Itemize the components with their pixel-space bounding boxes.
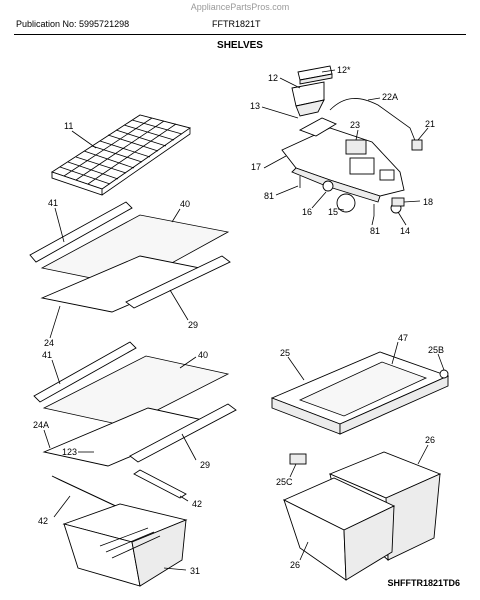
callout-17: 17 [251,162,261,172]
callout-24: 24 [44,338,54,348]
callout-25c: 25C [276,477,293,487]
callout-42-right: 42 [192,499,202,509]
wire-shelf [50,114,192,196]
publication-number: Publication No: 5995721298 [16,19,130,29]
callout-15: 15 [328,207,338,217]
callout-40-upper: 40 [180,199,190,209]
callout-23: 23 [350,120,360,130]
ice-tray [291,65,333,117]
crisper-cover [270,351,450,465]
callout-123: 123 [62,447,77,457]
callout-24a: 24A [33,420,49,430]
callout-12: 12 [268,73,278,83]
callout-47: 47 [398,333,408,343]
callout-29-upper: 29 [188,320,198,330]
leader-lines [43,69,445,571]
callout-42-left: 42 [38,516,48,526]
right-crisper-drawers [282,451,442,581]
callout-18: 18 [423,197,433,207]
callout-40-lower: 40 [198,350,208,360]
callout-81-left: 81 [264,191,274,201]
lower-glass-shelf [33,341,237,511]
callout-25: 25 [280,348,290,358]
callout-13: 13 [250,101,260,111]
callout-31: 31 [190,566,200,576]
callout-11: 11 [64,121,73,131]
callout-21: 21 [425,119,435,129]
callout-26-lower: 26 [290,560,300,570]
left-crisper-drawer [62,503,188,587]
callout-41-upper: 41 [48,198,58,208]
callout-25b: 25B [428,345,444,355]
callout-81-right: 81 [370,226,380,236]
callout-41-lower: 41 [42,350,52,360]
model-number: FFTR1821T [212,19,261,29]
callout-29-lower: 29 [200,460,210,470]
upper-glass-shelf [29,201,231,313]
callout-16: 16 [302,207,312,217]
callout-12-star: 12* [337,65,351,75]
callout-14: 14 [400,226,410,236]
diagram-reference: SHFFTR1821TD6 [387,578,460,588]
watermark: AppliancePartsPros.com [190,2,290,12]
section-title: SHELVES [217,40,263,51]
control-housing [281,98,423,216]
callout-26-upper: 26 [425,435,435,445]
header-rule [14,34,466,35]
callout-22a: 22A [382,92,398,102]
